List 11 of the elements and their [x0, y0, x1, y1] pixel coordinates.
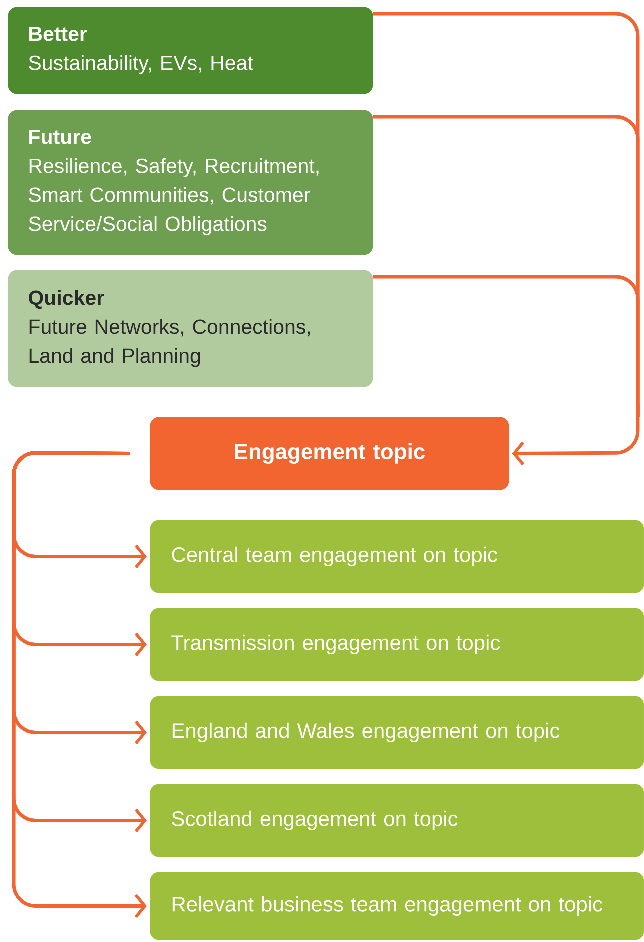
topic-box: Engagement topic [150, 417, 510, 490]
engagement-box: Relevant business team engagement on topic [150, 872, 644, 940]
engagement-box: Transmission engagement on topic [150, 608, 644, 682]
engagement-box: England and Wales engagement on topic [150, 696, 644, 770]
engagement-box: Scotland engagement on topic [150, 784, 644, 858]
arrow [12, 451, 147, 918]
category-box: Better Sustainability, EVs, Heat [8, 7, 374, 94]
engagement-box: Central team engagement on topic [150, 520, 644, 594]
category-box: Quicker Future Networks, Connections, Land and Planning [8, 270, 374, 388]
category-box: Future Resilience, Safety, Recruitment, Smart Communities, Customer Service/Social Obligations [8, 110, 374, 256]
arrow [512, 405, 640, 466]
